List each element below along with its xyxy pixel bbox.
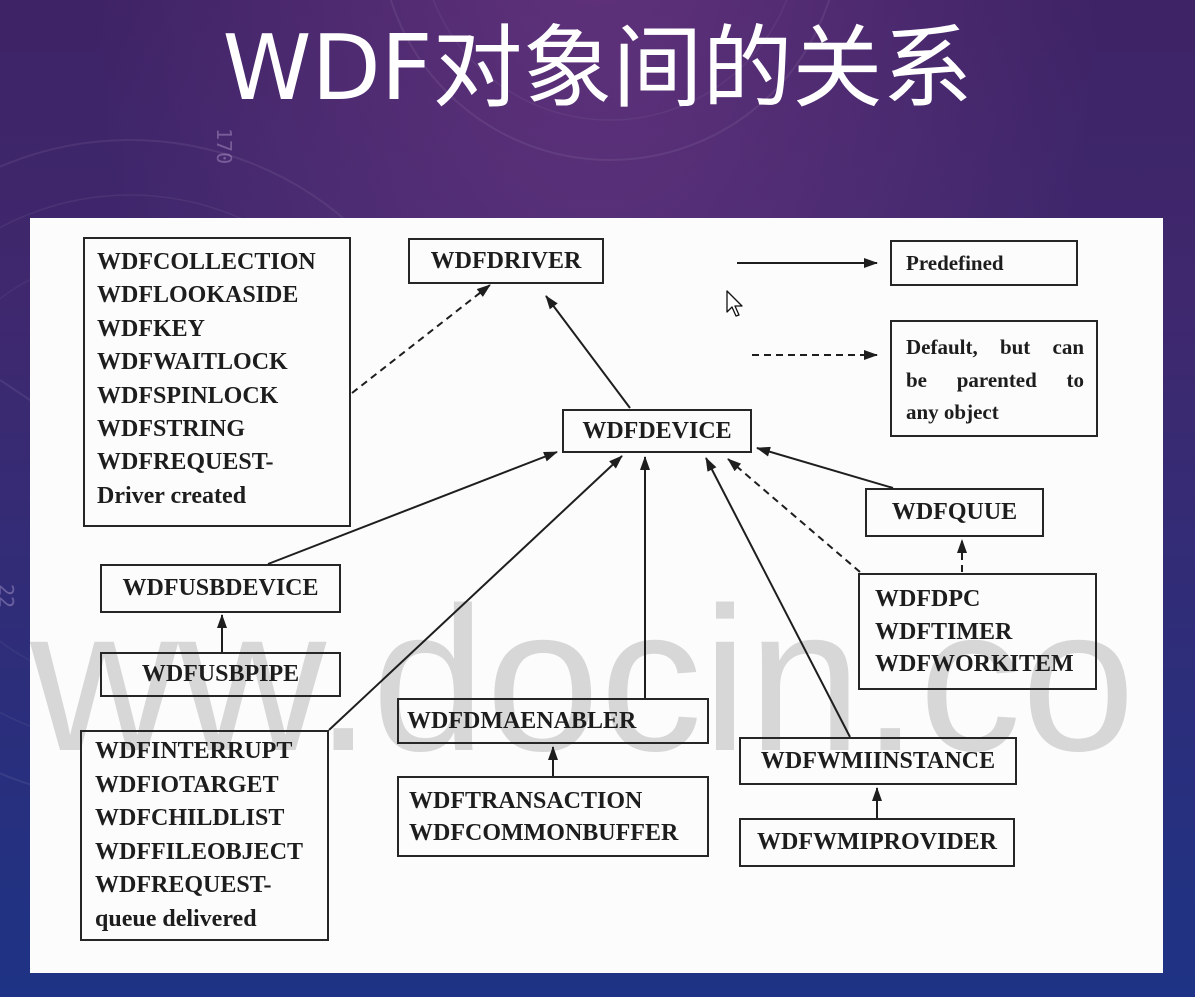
- node-line: WDFTIMER: [875, 618, 1013, 645]
- node-line: WDFTRANSACTION: [409, 788, 643, 814]
- node-line: WDFKEY: [97, 315, 205, 342]
- arrow-wdfquue-to-wdfdevice: [756, 446, 894, 489]
- slide-title: WDF对象间的关系: [222, 16, 973, 121]
- node-line: WDFCHILDLIST: [95, 805, 285, 832]
- node-wdfusbpipe: WDFUSBPIPE: [100, 652, 341, 697]
- node-line: WDFIOTARGET: [95, 771, 279, 798]
- legend-default-box: Default, but can be parented to any obje…: [890, 320, 1098, 437]
- node-wdfdevice: WDFDEVICE: [562, 409, 752, 453]
- node-label: WDFUSBDEVICE: [122, 575, 319, 601]
- arrow-misc-objects-to-wdfdriver: [351, 284, 491, 394]
- node-io-objects: WDFINTERRUPT WDFIOTARGET WDFCHILDLIST WD…: [80, 730, 329, 941]
- node-label: WDFWMIPROVIDER: [757, 829, 997, 855]
- node-label: WDFDMAENABLER: [407, 707, 637, 734]
- node-line: WDFREQUEST-: [97, 449, 274, 476]
- node-deferred-objects: WDFDPC WDFTIMER WDFWORKITEM: [858, 573, 1097, 690]
- node-line: WDFWAITLOCK: [97, 349, 288, 376]
- legend-default-line: be parented to: [906, 367, 1084, 392]
- node-line: queue delivered: [95, 905, 257, 932]
- node-wdfusbdevice: WDFUSBDEVICE: [100, 564, 341, 613]
- node-line: WDFINTERRUPT: [95, 738, 293, 764]
- node-dma-objects: WDFTRANSACTION WDFCOMMONBUFFER: [397, 776, 709, 857]
- node-line: WDFSPINLOCK: [97, 382, 279, 409]
- node-label: WDFDRIVER: [430, 247, 582, 274]
- node-wdfquue: WDFQUUE: [865, 488, 1044, 537]
- legend-predefined-label: Predefined: [906, 251, 1004, 275]
- diagram-panel: ww.docin.co: [30, 218, 1163, 973]
- legend-predefined-box: Predefined: [890, 240, 1078, 286]
- node-misc-objects: WDFCOLLECTION WDFLOOKASIDE WDFKEY WDFWAI…: [83, 237, 351, 527]
- arrow-wdfusbdevice-to-wdfdevice: [267, 451, 558, 565]
- node-wdfwmiinstance: WDFWMIINSTANCE: [739, 737, 1017, 785]
- node-label: WDFUSBPIPE: [141, 661, 300, 687]
- node-label: WDFWMIINSTANCE: [760, 747, 996, 774]
- node-line: WDFLOOKASIDE: [97, 282, 299, 309]
- node-wdfwmiprovider: WDFWMIPROVIDER: [739, 818, 1015, 867]
- arrow-deferred-objects-to-wdfdevice: [727, 458, 861, 573]
- node-line: WDFREQUEST-: [95, 872, 272, 899]
- node-line: WDFWORKITEM: [875, 651, 1074, 677]
- arrow-io-objects-to-wdfdevice: [328, 455, 623, 731]
- node-line: WDFDPC: [875, 586, 981, 612]
- node-line: Driver created: [97, 482, 247, 509]
- node-line: WDFSTRING: [97, 416, 246, 443]
- node-label: WDFDEVICE: [582, 417, 732, 444]
- arrow-wdfwmiinstance-to-wdfdevice: [705, 457, 851, 738]
- node-wdfdmaenabler: WDFDMAENABLER: [397, 698, 709, 744]
- node-wdfdriver: WDFDRIVER: [408, 238, 604, 284]
- legend-default-line: any object: [906, 400, 999, 424]
- mouse-cursor-icon: [726, 290, 743, 317]
- node-line: WDFFILEOBJECT: [95, 838, 304, 865]
- legend-default-line: Default, but can: [906, 335, 1084, 359]
- arrow-wdfdevice-to-wdfdriver: [545, 295, 631, 409]
- node-line: WDFCOMMONBUFFER: [409, 820, 679, 846]
- node-label: WDFQUUE: [891, 499, 1018, 525]
- node-line: WDFCOLLECTION: [97, 249, 316, 275]
